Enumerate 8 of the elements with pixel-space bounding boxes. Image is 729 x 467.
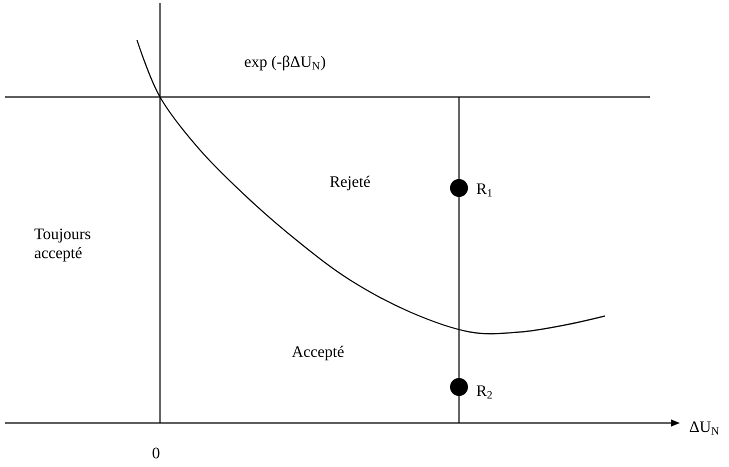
region-label: Toujours accepté <box>34 228 90 262</box>
curve-label: exp (-βΔU$_{N}$) <box>244 56 326 70</box>
tick-label: 0 <box>152 448 160 458</box>
region-label: Accepté <box>292 346 344 360</box>
region-label: Rejeté <box>330 176 370 190</box>
point-label: R$_{1}$ <box>476 183 492 197</box>
point-label: R$_{2}$ <box>476 385 492 399</box>
axis-label: ΔU$_{N}$ <box>690 421 719 435</box>
